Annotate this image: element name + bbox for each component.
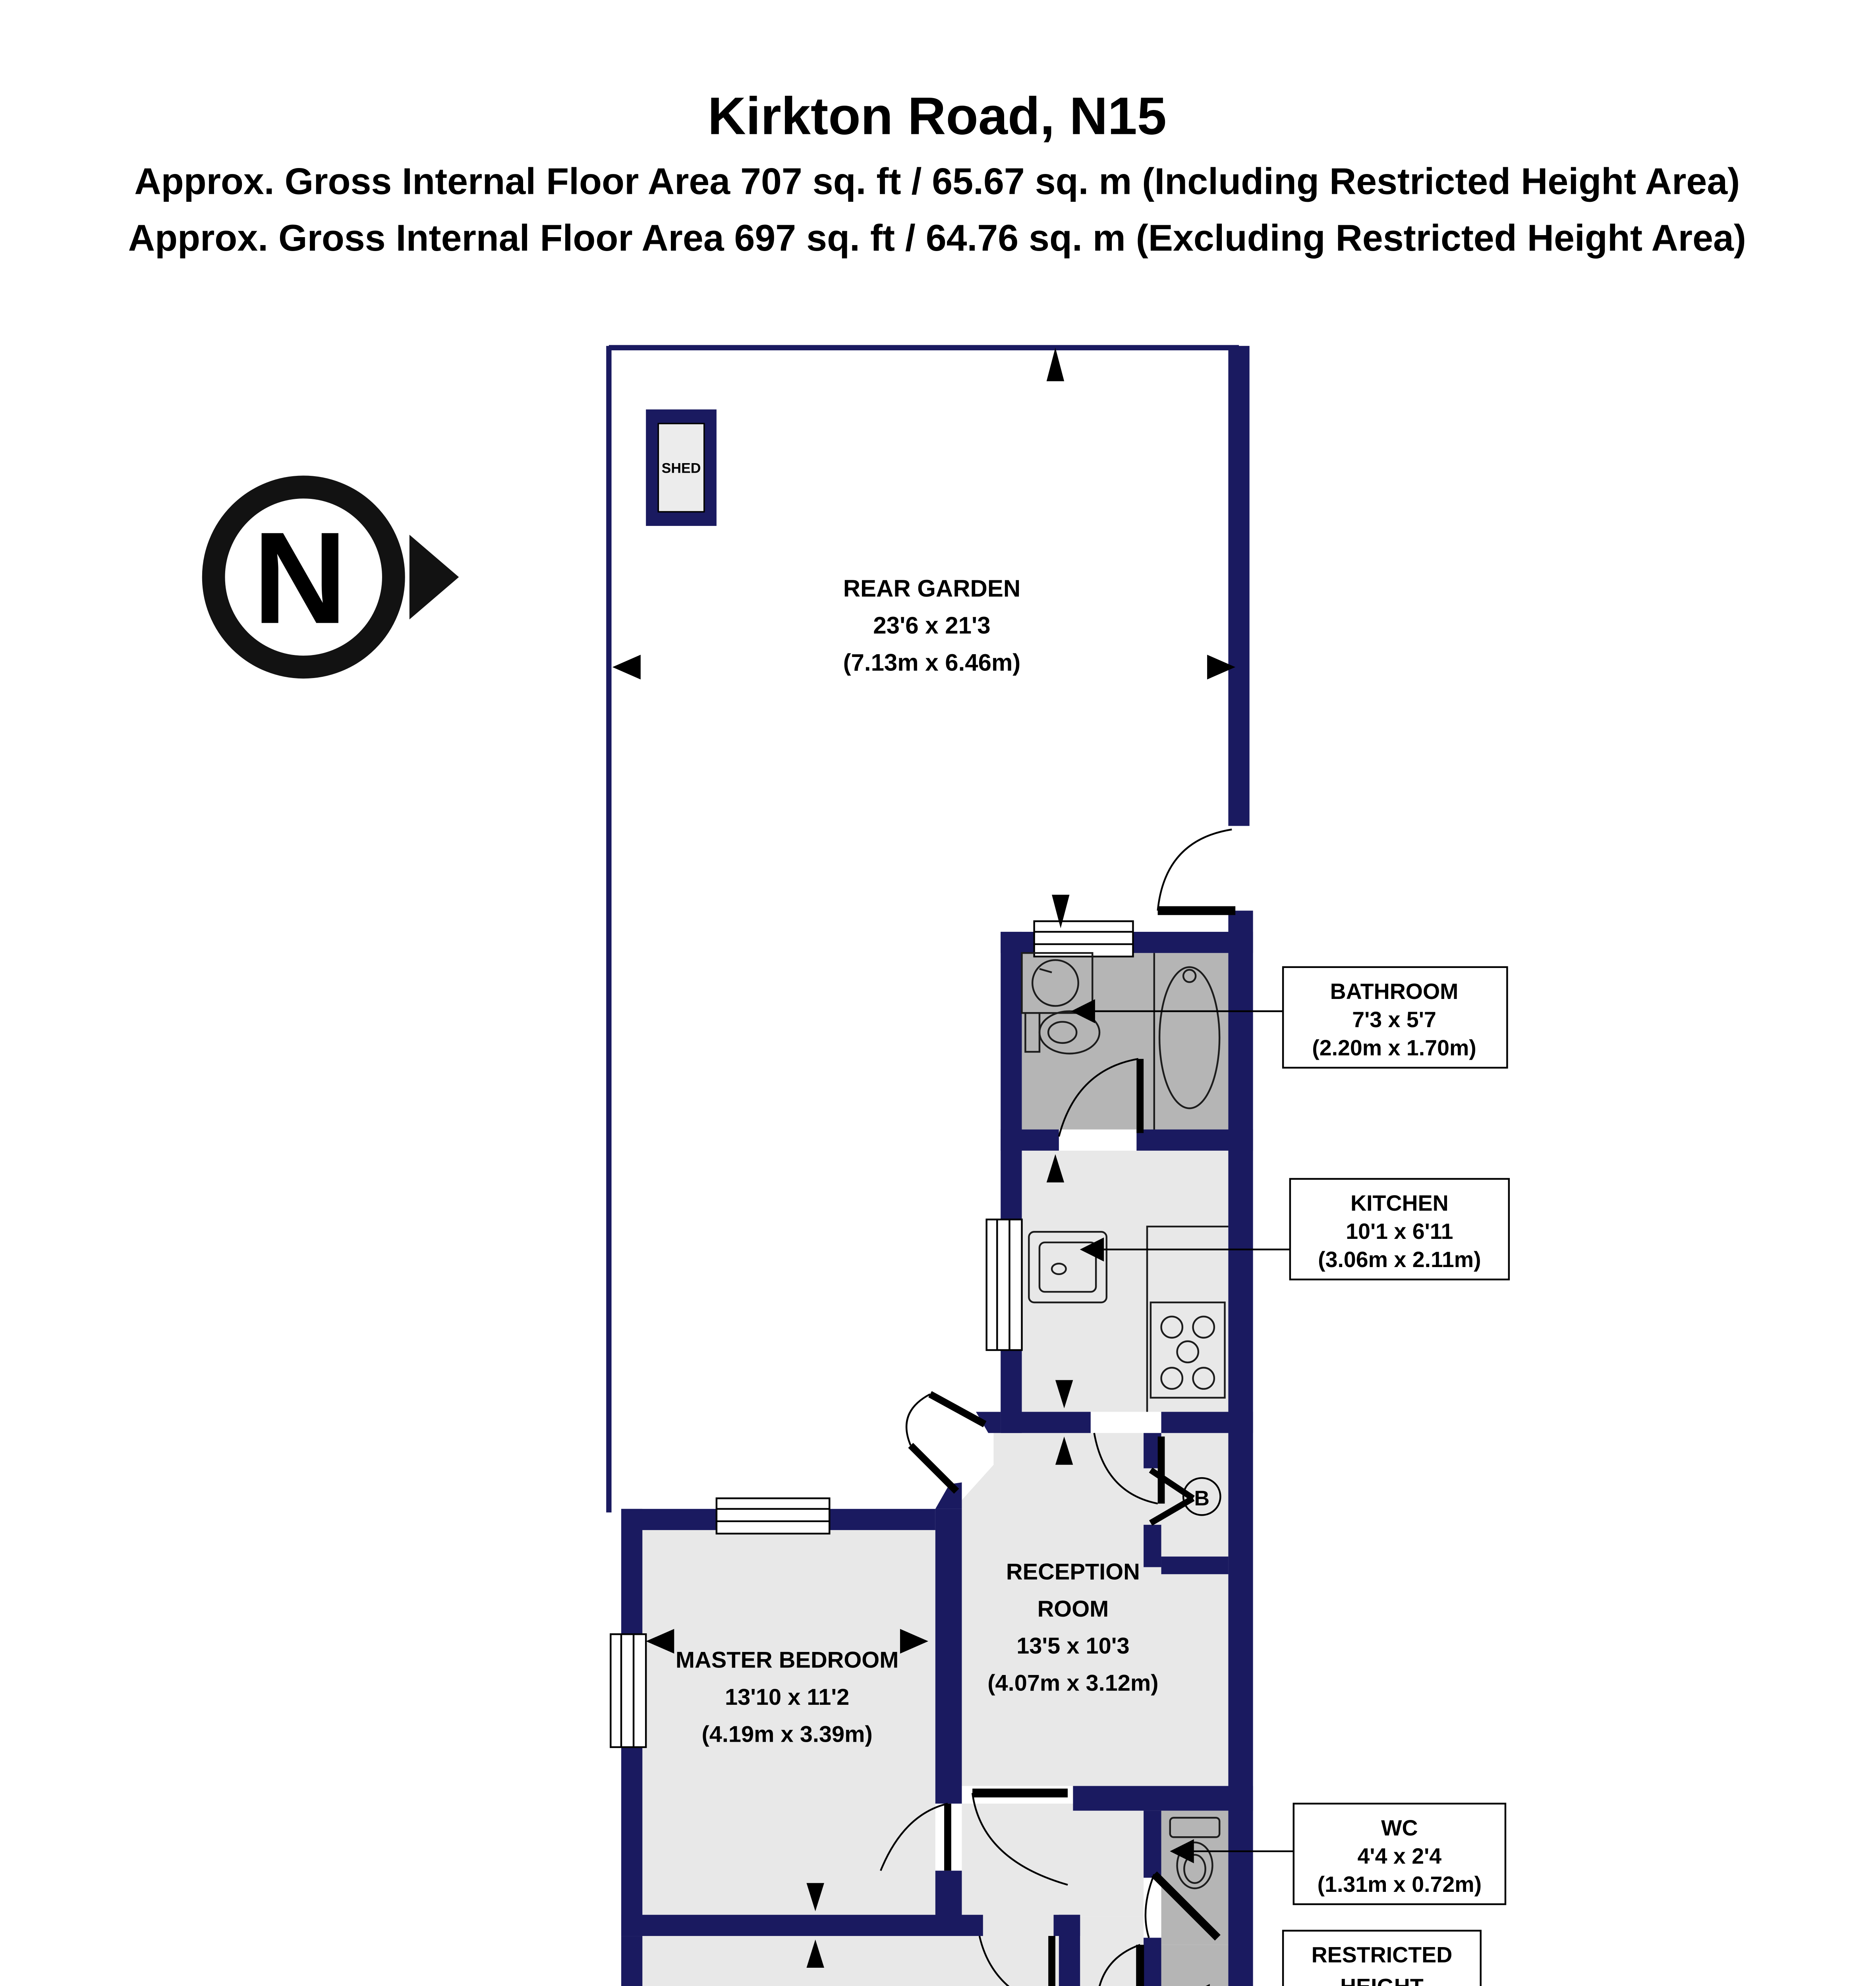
master-right-arrow-icon	[900, 1629, 929, 1654]
boiler-niche-area	[1161, 1433, 1229, 1557]
svg-text:HEIGHT: HEIGHT	[1340, 1974, 1424, 1986]
boiler-indicator: B	[1182, 1477, 1221, 1516]
master-label: MASTER BEDROOM	[676, 1648, 898, 1673]
leader-lines	[1071, 999, 1294, 1986]
svg-text:(7.13m x 6.46m): (7.13m x 6.46m)	[843, 649, 1021, 676]
bedroom2-door-gap	[979, 1915, 1054, 1936]
bathroom-label-box	[1282, 966, 1508, 1069]
kitchen-counter-line	[1146, 1225, 1229, 1412]
svg-text:B: B	[1194, 1487, 1209, 1510]
kitchen-window-icon	[985, 1218, 1023, 1351]
bathroom-door-icon	[1058, 1058, 1144, 1137]
garden-up-arrow-icon	[1046, 348, 1065, 381]
garden-right-arrow-icon	[1207, 655, 1236, 680]
kitchen-up-arrow-icon	[1046, 1154, 1065, 1182]
svg-text:10'1 x 6'11: 10'1 x 6'11	[1346, 1219, 1453, 1244]
master-bedroom-area	[642, 1530, 935, 1918]
bedroom2-door-icon	[978, 1936, 1055, 1986]
bathroom-toilet-icon	[1024, 1010, 1101, 1055]
svg-text:23'6 x 21'3: 23'6 x 21'3	[873, 612, 990, 639]
page-subtitle-excluding: Approx. Gross Internal Floor Area 697 sq…	[128, 217, 1746, 259]
svg-text:(1.31m x 0.72m): (1.31m x 0.72m)	[1318, 1872, 1482, 1897]
svg-text:RESTRICTED: RESTRICTED	[1312, 1943, 1453, 1967]
master-left-window-icon	[610, 1633, 647, 1748]
svg-text:4'4 x 2'4: 4'4 x 2'4	[1358, 1844, 1442, 1868]
entrance-door-icon	[1099, 1944, 1144, 1986]
bath-tub-icon	[1158, 966, 1221, 1109]
kitchen-hob-icon	[1150, 1301, 1226, 1399]
door-icons	[880, 829, 1236, 1986]
bedroom2-area	[642, 1936, 1059, 1986]
window-icons	[610, 920, 1134, 1748]
reception-door-icon	[971, 1789, 1068, 1886]
wc-area	[1161, 1810, 1229, 1945]
bathroom-area	[1022, 953, 1229, 1130]
french-doors-icon	[905, 1391, 987, 1494]
restricted-height-area-fill	[1161, 1945, 1229, 1986]
north-indicator-icon: N	[202, 475, 459, 679]
wc-toilet-icon	[1169, 1817, 1221, 1889]
north-letter: N	[253, 504, 347, 651]
label-boxes: BATHROOM 7'3 x 5'7 (2.20m x 1.70m) KITCH…	[1282, 966, 1510, 1986]
wc-label-box	[1293, 1802, 1507, 1905]
svg-text:(2.20m x 1.70m): (2.20m x 1.70m)	[1312, 1036, 1476, 1060]
svg-text:13'5 x 10'3: 13'5 x 10'3	[1016, 1633, 1129, 1659]
svg-text:(3.06m x 2.11m): (3.06m x 2.11m)	[1318, 1247, 1481, 1272]
garden-label: REAR GARDEN	[843, 575, 1020, 602]
hallway-area-upper	[962, 1803, 1144, 1917]
dimension-arrow-icons	[612, 348, 1236, 1968]
boiler-cupboard-doors-icon	[1149, 1467, 1195, 1526]
bedroom2-down-arrow-icon	[806, 1883, 824, 1911]
bedroom2-up-arrow-icon	[806, 1939, 824, 1968]
master-door-icon	[880, 1802, 951, 1871]
hallway-area-lower	[1080, 1916, 1144, 1986]
kitchen-label-box	[1289, 1178, 1510, 1281]
kitchen-door-icon	[1093, 1433, 1165, 1505]
bathroom-down-arrow-icon	[1052, 894, 1070, 929]
restricted-label-box	[1282, 1930, 1482, 1986]
svg-text:KITCHEN: KITCHEN	[1350, 1191, 1449, 1215]
svg-text:7'3 x 5'7: 7'3 x 5'7	[1352, 1007, 1436, 1032]
reception-up-arrow-icon	[1055, 1436, 1073, 1465]
reception-down-arrow-icon	[1055, 1380, 1073, 1408]
svg-text:ROOM: ROOM	[1037, 1596, 1109, 1622]
svg-text:(4.07m x 3.12m): (4.07m x 3.12m)	[987, 1670, 1158, 1696]
master-top-window-icon	[715, 1497, 831, 1535]
shed-label: SHED	[662, 460, 701, 476]
walls	[621, 346, 1253, 1986]
svg-text:BATHROOM: BATHROOM	[1330, 979, 1459, 1004]
wc-door-icon	[1144, 1871, 1221, 1941]
kitchen-sink-icon	[1028, 1231, 1108, 1304]
kitchen-area	[1022, 1150, 1229, 1412]
garden-gate-door-icon	[1157, 829, 1236, 915]
fixtures	[1021, 952, 1229, 1889]
bathroom-window-icon	[1033, 920, 1134, 958]
room-labels: REAR GARDEN 23'6 x 21'3 (7.13m x 6.46m) …	[676, 575, 1159, 1747]
svg-text:(4.19m x 3.39m): (4.19m x 3.39m)	[702, 1721, 873, 1747]
garden-left-arrow-icon	[612, 655, 641, 680]
reception-label: RECEPTION	[1006, 1559, 1140, 1585]
svg-text:WC: WC	[1381, 1816, 1418, 1840]
page-subtitle-including: Approx. Gross Internal Floor Area 707 sq…	[134, 161, 1740, 202]
master-left-arrow-icon	[646, 1629, 674, 1654]
svg-text:13'10 x 11'2: 13'10 x 11'2	[725, 1685, 849, 1710]
shed: SHED	[646, 409, 717, 526]
page-title: Kirkton Road, N15	[708, 87, 1167, 146]
